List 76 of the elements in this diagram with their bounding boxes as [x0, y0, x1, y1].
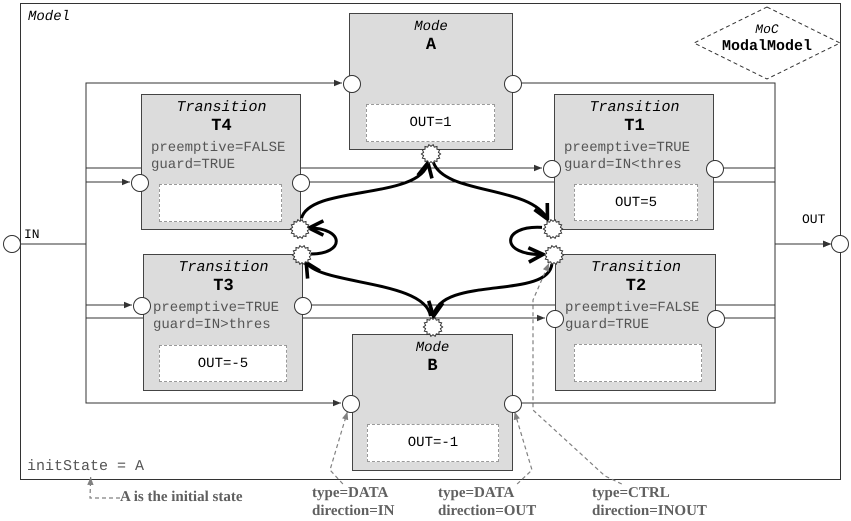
transition-label: guard=IN>thres — [153, 317, 271, 334]
leader-line — [329, 411, 348, 484]
port-circle — [706, 160, 724, 178]
annotation-text: type=DATA — [312, 484, 388, 502]
transition-label: T1 — [624, 117, 645, 137]
mode-label: B — [427, 357, 438, 377]
control-port — [292, 245, 312, 265]
empty-action-box — [159, 184, 282, 222]
action-box: OUT=-1 — [367, 424, 499, 462]
mode-label: Mode — [416, 340, 450, 357]
model-label: Model — [28, 9, 70, 26]
transition-arrow — [430, 263, 554, 318]
control-port — [543, 219, 563, 239]
control-port — [423, 317, 443, 337]
transition-arrow — [304, 260, 432, 317]
action-box: OUT=1 — [366, 104, 495, 142]
transition-arrow — [509, 226, 545, 264]
leader-line — [532, 262, 622, 485]
transition-box — [141, 94, 301, 230]
annotation-text: type=CTRL — [592, 484, 670, 502]
moc-diamond — [693, 6, 841, 80]
transition-label: guard=TRUE — [151, 157, 236, 174]
transition-label: Transition — [590, 259, 681, 277]
transition-label: Transition — [589, 99, 680, 117]
empty-action-box — [574, 344, 702, 382]
action-box: OUT=5 — [574, 184, 698, 221]
moc-label: MoC — [755, 22, 779, 38]
connection-arrow — [520, 240, 832, 404]
transition-arrow — [307, 220, 338, 256]
port-circle — [342, 395, 360, 413]
port-label: OUT — [802, 212, 826, 228]
control-port — [290, 219, 310, 239]
transition-label: T2 — [626, 277, 646, 297]
action-box: OUT=-5 — [159, 345, 287, 382]
port-circle — [3, 235, 21, 253]
control-port — [544, 245, 564, 265]
leader-line — [87, 476, 120, 499]
port-circle — [707, 310, 725, 328]
transition-label: preemptive=FALSE — [151, 140, 286, 157]
mode-box — [349, 13, 513, 150]
mode-label: A — [426, 36, 436, 56]
transition-label: preemptive=FALSE — [565, 300, 700, 317]
init-state-text: initState = A — [27, 458, 144, 476]
transition-label: Transition — [178, 259, 268, 277]
port-circle — [133, 297, 151, 315]
control-port — [421, 144, 441, 164]
port-circle — [131, 174, 149, 192]
port-circle — [543, 160, 561, 178]
port-circle — [294, 297, 312, 315]
transition-box — [554, 94, 714, 230]
annotation-text: direction=INOUT — [592, 502, 707, 520]
mode-box — [352, 334, 513, 471]
port-circle — [831, 235, 849, 253]
transition-arrow — [432, 162, 550, 221]
moc-label: ModalModel — [722, 38, 812, 56]
transition-box — [555, 254, 716, 391]
mode-label: Mode — [414, 19, 448, 36]
model-box — [20, 3, 841, 480]
transition-label: Transition — [176, 99, 266, 117]
port-label: IN — [24, 227, 40, 243]
port-circle — [504, 395, 522, 413]
transition-label: preemptive=TRUE — [153, 300, 280, 317]
annotation-text: direction=IN — [312, 502, 394, 520]
transition-label: guard=TRUE — [565, 317, 650, 334]
transition-box — [143, 254, 303, 391]
transition-label: T4 — [211, 117, 232, 137]
leader-line — [514, 411, 533, 484]
transition-label: guard=IN<thres — [564, 157, 682, 174]
transition-label: preemptive=TRUE — [564, 140, 690, 157]
annotation-text: type=DATA — [438, 484, 514, 502]
annotation-text: direction=OUT — [438, 502, 536, 520]
annotation-text: A is the initial state — [120, 488, 242, 506]
port-circle — [343, 75, 361, 93]
port-circle — [546, 310, 564, 328]
transition-label: T3 — [213, 277, 234, 297]
port-circle — [504, 75, 522, 93]
